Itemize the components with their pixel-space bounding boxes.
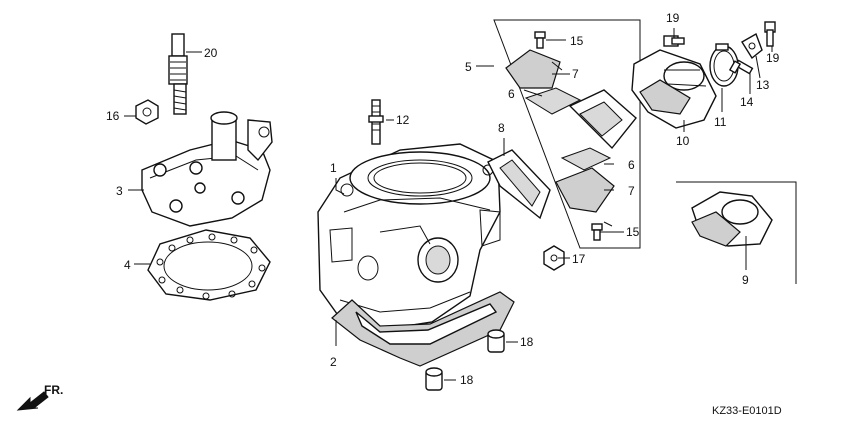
callout-18-upper: 18 [520, 335, 534, 349]
callout-12: 12 [396, 113, 410, 127]
reed-petal-lower [560, 147, 612, 171]
reed-gasket [487, 149, 551, 220]
dowel-pin-lower [425, 367, 443, 391]
callout-19-left: 19 [666, 11, 680, 25]
dowel-pin-upper [487, 329, 505, 353]
callout-6-upper: 6 [508, 87, 515, 101]
bracket [741, 32, 763, 60]
callout-5: 5 [465, 60, 472, 74]
bolt-left [663, 35, 685, 47]
callout-16: 16 [106, 109, 120, 123]
callout-15-upper: 15 [570, 34, 584, 48]
callout-7-lower: 7 [628, 184, 635, 198]
head-gasket [147, 229, 271, 301]
stud-bolt [368, 99, 384, 145]
callout-3: 3 [116, 184, 123, 198]
screw-upper [534, 31, 546, 49]
callout-2: 2 [330, 355, 337, 369]
reed-valve-assembly-outline [493, 19, 641, 249]
callout-10: 10 [676, 134, 690, 148]
callout-7-upper: 7 [572, 67, 579, 81]
callout-6-lower: 6 [628, 158, 635, 172]
intake-manifold [631, 49, 717, 129]
alternate-intake-manifold [676, 181, 797, 284]
front-label: FR. [44, 383, 63, 397]
callout-13: 13 [756, 78, 770, 92]
front-arrow-icon [16, 391, 49, 411]
reed-valve-block [568, 89, 637, 150]
screw-lower [591, 223, 603, 241]
callout-4: 4 [124, 258, 131, 272]
callout-1: 1 [330, 161, 337, 175]
screw-14 [728, 59, 754, 75]
reed-stopper-upper [505, 49, 561, 89]
reed-petal-upper [524, 87, 582, 115]
nut-16 [135, 99, 159, 125]
callout-20: 20 [204, 46, 218, 60]
leader-lines [124, 28, 773, 381]
callout-17: 17 [572, 252, 586, 266]
callout-15-lower: 15 [626, 225, 640, 239]
reed-stopper-lower [555, 167, 615, 213]
callout-19-right: 19 [766, 51, 780, 65]
nut-17 [543, 245, 565, 271]
callout-14: 14 [740, 95, 754, 109]
cylinder [317, 143, 501, 331]
base-gasket [331, 291, 515, 367]
callout-18-lower: 18 [460, 373, 474, 387]
diagram-code: KZ33-E0101D [712, 405, 782, 417]
bolt-right [764, 21, 776, 47]
hose-clamp [709, 43, 739, 87]
cylinder-head [141, 111, 273, 227]
callout-9: 9 [742, 273, 749, 287]
callout-8: 8 [498, 121, 505, 135]
callout-11: 11 [714, 115, 727, 129]
spark-plug [168, 33, 188, 115]
